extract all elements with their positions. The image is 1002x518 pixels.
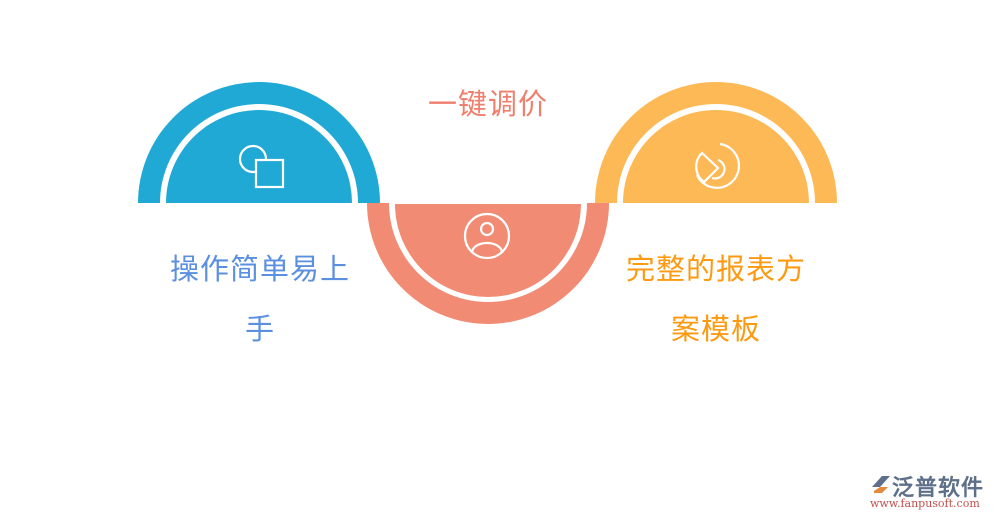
watermark-logo: 泛普软件 www.fanpusoft.com bbox=[870, 470, 998, 516]
step-1-label-line-1: 操作简单易上 bbox=[169, 252, 350, 286]
step-2-outer-arc bbox=[367, 203, 609, 324]
step-1-inner-disc bbox=[166, 110, 352, 203]
step-3-label-line-2: 案模板 bbox=[670, 312, 761, 346]
watermark-url: www.fanpusoft.com bbox=[870, 497, 980, 510]
step-3-label: 完整的报表方 案模板 bbox=[596, 239, 836, 359]
step-2-label: 一键调价 bbox=[388, 74, 588, 134]
step-3-label-line-1: 完整的报表方 bbox=[625, 252, 806, 286]
step-2-shape bbox=[367, 203, 609, 324]
shapes-icon bbox=[238, 144, 285, 189]
step-1-shape bbox=[138, 82, 380, 203]
step-3-inner-disc bbox=[623, 110, 809, 203]
step-2-inner-disc bbox=[395, 204, 581, 297]
fanpu-logo-icon bbox=[872, 476, 890, 493]
pie-chart-icon bbox=[695, 142, 741, 189]
step-1-label: 操作简单易上 手 bbox=[140, 239, 380, 359]
step-1-label-line-2: 手 bbox=[244, 312, 275, 346]
watermark-name: 泛普软件 bbox=[892, 476, 985, 501]
step-1-outer-arc bbox=[138, 82, 380, 203]
user-circle-icon bbox=[463, 212, 511, 260]
step-2-label-text: 一键调价 bbox=[427, 87, 548, 121]
step-3-outer-arc bbox=[595, 82, 837, 203]
step-3-shape bbox=[595, 82, 837, 203]
